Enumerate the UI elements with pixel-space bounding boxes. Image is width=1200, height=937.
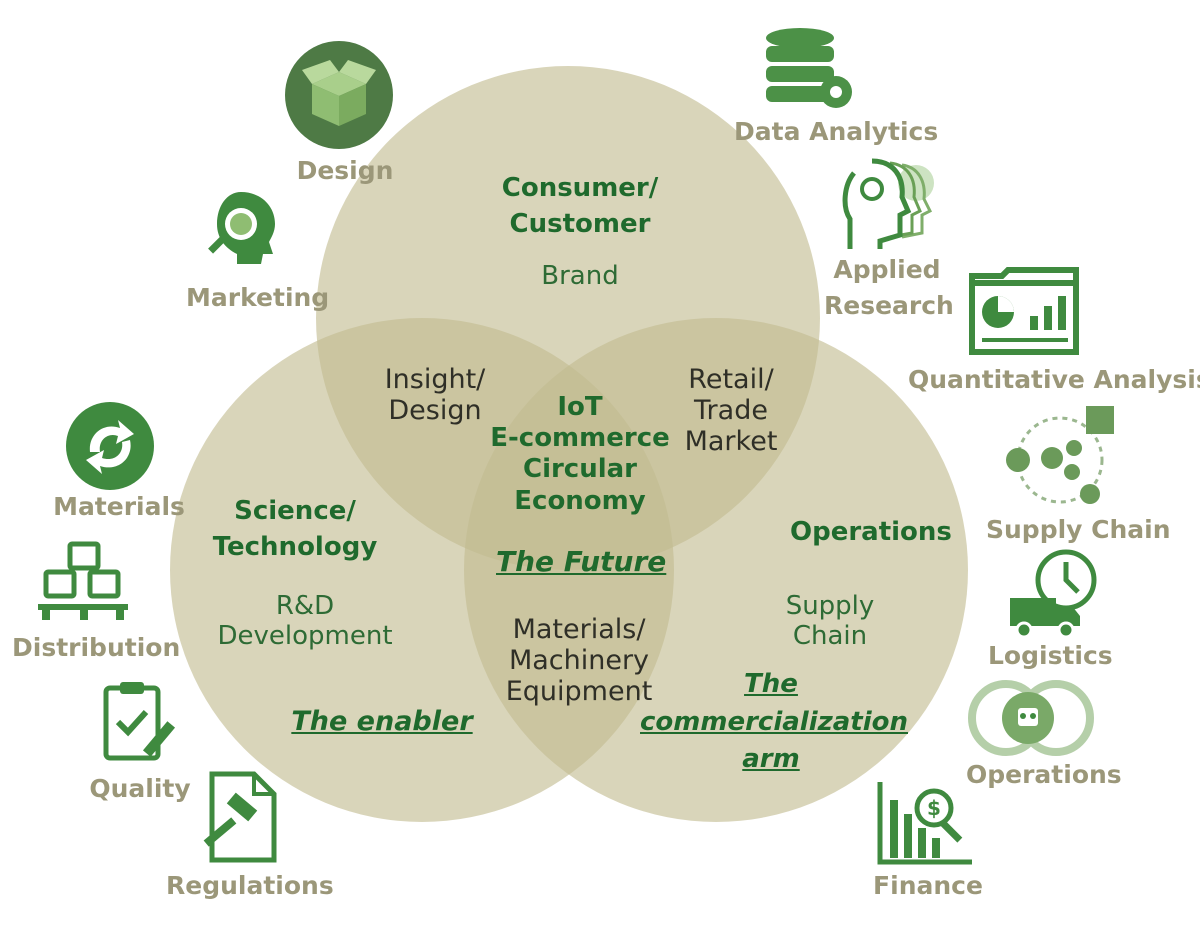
head-magnifier-icon xyxy=(208,192,275,264)
database-gear-icon xyxy=(766,28,852,108)
overlap-left-right-line1: Materials/ xyxy=(512,614,646,645)
clipboard-check-icon xyxy=(103,682,176,761)
label-quantitative-analysis: Quantitative Analysis xyxy=(908,365,1200,394)
overlap-center: IoT E-commerce Circular Economy xyxy=(490,392,670,517)
open-box-icon xyxy=(285,41,393,149)
label-marketing: Marketing xyxy=(186,283,330,312)
label-data-analytics: Data Analytics xyxy=(734,117,939,146)
recycle-icon xyxy=(66,402,154,490)
overlap-center-line3: Circular xyxy=(522,454,638,485)
overlap-top-left-line2: Design xyxy=(388,395,482,427)
label-regulations: Regulations xyxy=(166,871,334,900)
label-finance: Finance xyxy=(873,871,983,900)
circle-top-title-line2: Customer xyxy=(509,208,651,239)
circle-left-title-line1: Science/ xyxy=(234,496,356,526)
circle-right-tagline-line3: arm xyxy=(742,744,800,775)
overlap-left-right: Materials/ Machinery Equipment xyxy=(496,614,662,707)
circle-left-sub: R&D Development xyxy=(205,591,405,652)
circle-right-sub: Supply Chain xyxy=(760,591,900,652)
dashboard-chart-icon xyxy=(969,267,1079,355)
stacked-boxes-pallet-icon xyxy=(38,541,128,620)
overlap-top-left-line1: Insight/ xyxy=(384,364,486,395)
network-gears-icon xyxy=(1006,406,1114,504)
circle-top-title-line1: Consumer/ xyxy=(501,173,659,203)
circle-left-sub-line2: Development xyxy=(217,620,393,651)
label-design: Design xyxy=(296,156,394,185)
overlap-top-right-line1: Retail/ xyxy=(688,364,774,395)
circle-right-sub-line2: Chain xyxy=(792,620,868,651)
overlap-top-right-line3: Market xyxy=(684,426,778,458)
overlap-top-right: Retail/ Trade Market xyxy=(660,364,802,457)
label-materials: Materials xyxy=(53,492,185,521)
finance-chart-icon: $ xyxy=(877,782,972,865)
circle-right-title: Operations xyxy=(790,517,952,547)
circle-right-tagline-line2: commercialization xyxy=(640,706,908,737)
circle-left-title: Science/ Technology xyxy=(210,496,380,563)
robot-gear-icon xyxy=(968,680,1094,756)
svg-text:$: $ xyxy=(927,796,941,820)
overlap-top-left: Insight/ Design xyxy=(360,364,510,426)
label-distribution: Distribution xyxy=(12,633,181,662)
circle-left-tagline: The enabler xyxy=(291,706,473,737)
label-logistics: Logistics xyxy=(988,641,1113,670)
overlap-left-right-line2: Machinery xyxy=(508,645,650,677)
circle-left-sub-line1: R&D xyxy=(275,591,335,621)
label-supply-chain: Supply Chain xyxy=(986,515,1171,544)
label-quality: Quality xyxy=(89,774,191,803)
circle-right-tagline-line1: The xyxy=(744,669,798,699)
circle-right-tagline: The commercialization arm xyxy=(640,666,908,779)
gavel-document-icon xyxy=(203,771,277,863)
overlap-top-right-line2: Trade xyxy=(694,395,768,427)
label-applied-research-line2: Research xyxy=(824,291,954,321)
circle-top-sub: Brand xyxy=(541,261,619,291)
label-applied-research-line1: Applied xyxy=(833,255,941,284)
overlap-center-line4: Economy xyxy=(514,485,646,516)
heads-gear-icon xyxy=(842,158,934,249)
circle-top-title: Consumer/ Customer xyxy=(500,173,660,240)
label-operations: Operations xyxy=(966,760,1122,789)
overlap-center-line2: E-commerce xyxy=(490,423,670,454)
overlap-center-tagline: The Future xyxy=(496,545,667,578)
overlap-left-right-line3: Equipment xyxy=(505,676,653,708)
truck-clock-icon xyxy=(1010,549,1097,639)
circle-right xyxy=(464,318,968,822)
overlap-center-line1: IoT xyxy=(557,392,603,422)
circle-right-sub-line1: Supply xyxy=(785,591,875,621)
circle-left-title-line2: Technology xyxy=(212,531,378,562)
label-applied-research: Applied Research xyxy=(824,252,954,325)
